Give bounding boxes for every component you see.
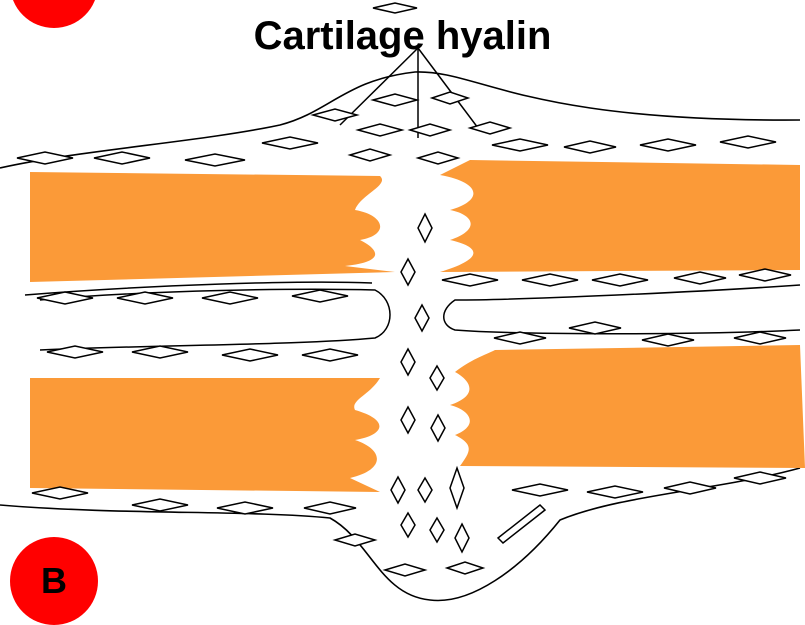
- chondrocyte-flat-icon: [217, 502, 273, 514]
- bone-regions: [30, 160, 805, 492]
- chondrocyte-flat-icon: [350, 149, 390, 161]
- bone-bottom-right: [450, 345, 805, 468]
- chondrocyte-flat-icon: [132, 499, 188, 511]
- chondrocyte-flat-icon: [373, 94, 417, 106]
- chondrocyte-flat-icon: [358, 124, 402, 136]
- chondrocyte-flat-icon: [470, 122, 510, 134]
- chondrocyte-vertical-icon: [418, 214, 432, 242]
- chondrocyte-flat-icon: [734, 332, 786, 344]
- chondrocyte-flat-icon: [592, 274, 648, 286]
- chondrocyte-flat-icon: [94, 152, 150, 164]
- chondrocyte-vertical-icon: [430, 518, 444, 542]
- chondrocyte-vertical-icon: [391, 477, 405, 503]
- chondrocyte-vertical-icon: [450, 468, 464, 508]
- chondrocyte-vertical-icon: [401, 407, 415, 433]
- chondrocyte-flat-icon: [262, 137, 318, 149]
- chondrocyte-flat-icon: [418, 152, 458, 164]
- chondrocyte-flat-icon: [292, 290, 348, 302]
- chondrocyte-vertical-icon: [401, 349, 415, 375]
- chondrocyte-flat-icon: [664, 482, 716, 494]
- bone-top-right: [440, 160, 800, 272]
- chondrocyte-flat-icon: [447, 562, 483, 574]
- chondrocyte-flat-icon: [410, 124, 450, 136]
- chondrocyte-vertical-icon: [401, 513, 415, 537]
- chondrocyte-flat-icon: [385, 564, 425, 576]
- chondrocyte-flat-icon: [564, 141, 616, 153]
- chondrocyte-flat-icon: [222, 349, 278, 361]
- chondrocyte-flat-icon: [132, 346, 188, 358]
- chondrocyte-flat-icon: [313, 109, 357, 121]
- chondrocyte-flat-icon: [302, 349, 358, 361]
- chondrocyte-flat-icon: [335, 534, 375, 546]
- badge-b: B: [10, 537, 98, 625]
- chondrocyte-vertical-icon: [431, 415, 445, 441]
- chondrocyte-flat-icon: [640, 139, 696, 151]
- chondrocyte-flat-icon: [432, 92, 468, 104]
- chondrocyte-tilted-icon: [498, 505, 545, 543]
- chondrocyte-flat-icon: [202, 292, 258, 304]
- chondrocyte-vertical-icon: [415, 305, 429, 331]
- chondrocyte-flat-icon: [720, 136, 776, 148]
- chondrocyte-vertical-icon: [401, 259, 415, 285]
- chondrocyte-flat-icon: [185, 154, 245, 166]
- chondrocyte-flat-icon: [522, 274, 578, 286]
- chondrocyte-flat-icon: [32, 487, 88, 499]
- chondrocyte-flat-icon: [512, 484, 568, 496]
- chondrocyte-vertical-icon: [455, 524, 469, 552]
- chondrocyte-flat-icon: [304, 502, 356, 514]
- cartilage-layers-left: [25, 282, 390, 350]
- cartilage-label: Cartilage hyalin: [0, 14, 805, 59]
- chondrocyte-flat-icon: [373, 3, 417, 13]
- bone-top-left: [30, 172, 395, 282]
- chondrocyte-flat-icon: [587, 486, 643, 498]
- chondrocyte-flat-icon: [739, 269, 791, 281]
- cartilage-layers-right: [444, 285, 800, 334]
- label-pointers: [340, 48, 478, 138]
- chondrocyte-flat-icon: [569, 322, 621, 334]
- chondrocyte-flat-icon: [492, 139, 548, 151]
- badge-b-letter: B: [41, 560, 67, 602]
- chondrocyte-flat-icon: [642, 334, 694, 346]
- chondrocyte-vertical-icon: [430, 366, 444, 390]
- chondrocyte-cells: [17, 3, 791, 576]
- chondrocyte-vertical-icon: [418, 478, 432, 502]
- chondrocyte-flat-icon: [442, 274, 498, 286]
- bone-bottom-left: [30, 378, 380, 492]
- chondrocyte-flat-icon: [674, 272, 726, 284]
